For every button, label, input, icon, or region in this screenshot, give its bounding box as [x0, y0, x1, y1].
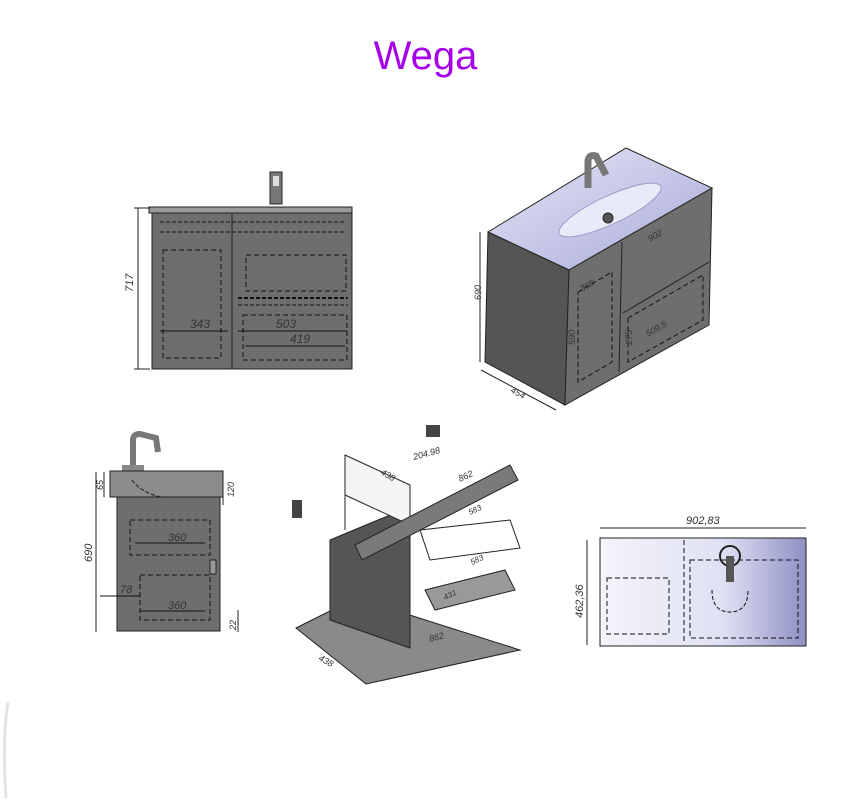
iso-door-height-label: 590 — [567, 330, 577, 345]
side-bowl-depth-label: 120 — [226, 482, 236, 497]
iso-view: 690 454 902 368 590 509.5 275 — [473, 147, 714, 411]
front-inner-width-label: 419 — [290, 332, 310, 346]
exploded-rail-offset-label: 204.98 — [411, 445, 441, 462]
iso-drawer-height-label: 275 — [624, 329, 634, 346]
side-shelf-bottom-label: 360 — [168, 600, 187, 612]
top-view: 902,83 462,36 — [574, 515, 807, 647]
front-drawer-width-label: 503 — [276, 317, 296, 331]
page-title: Wega — [373, 34, 478, 78]
side-height-label: 690 — [83, 543, 95, 562]
side-offset-label: 78 — [120, 584, 133, 596]
top-width-label: 902,83 — [686, 515, 721, 527]
front-view: 717 343 503 419 — [124, 171, 353, 370]
side-view: 690 65 120 360 78 360 22 — [83, 430, 239, 632]
exploded-bottom-width-label: 862 — [428, 630, 445, 644]
iso-depth-label: 454 — [509, 385, 527, 401]
exploded-view: 438 204.98 862 583 583 431 438 862 — [292, 425, 522, 685]
page-edge-shadow — [2, 701, 10, 799]
side-leg-label: 22 — [228, 620, 238, 631]
top-depth-label: 462,36 — [574, 583, 586, 618]
front-left-width-label: 343 — [190, 317, 210, 331]
exploded-width-label: 862 — [457, 468, 475, 483]
side-shelf-top-label: 360 — [168, 532, 187, 544]
iso-height-label: 690 — [473, 285, 483, 300]
front-height-label: 717 — [124, 273, 136, 292]
side-basin-height-label: 65 — [95, 479, 105, 490]
